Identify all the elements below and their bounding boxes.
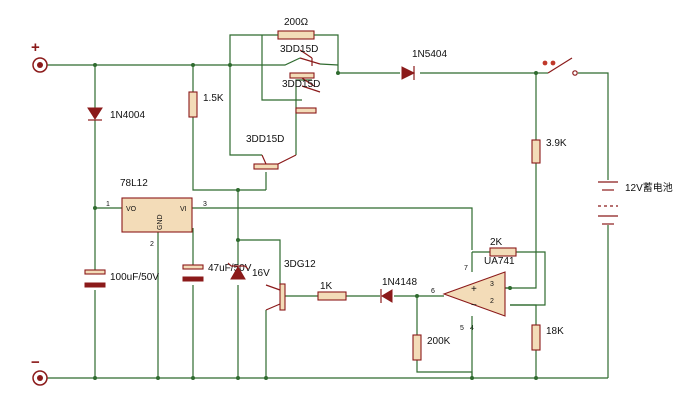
opamp-ua741: UA741 + − 6 7 3 2 5 4 — [431, 252, 515, 335]
r-1k-label: 1K — [320, 281, 333, 292]
positive-terminal: + — [31, 39, 48, 73]
transistor-driver: 3DD15D — [246, 134, 297, 170]
diode-1n4148: 1N4148 — [380, 277, 417, 303]
r-2k-label: 2K — [490, 237, 503, 248]
zener-label: 16V — [252, 268, 270, 279]
zener-16v: 16V — [227, 262, 270, 280]
wires — [47, 34, 609, 379]
q-3dg12-label: 3DG12 — [284, 259, 316, 270]
op-pin3: 3 — [490, 281, 494, 288]
op-pin7: 7 — [464, 265, 468, 272]
opamp-minus: − — [471, 300, 477, 311]
resistor-2k: 2K — [489, 237, 517, 257]
opamp-label: UA741 — [484, 256, 515, 267]
r-39k-label: 3.9K — [546, 138, 567, 149]
diode-1n5404: 1N5404 — [401, 49, 447, 80]
r-top-label: 200Ω — [284, 17, 309, 28]
diode-in-label: 1N4004 — [110, 110, 145, 121]
reg-pin1-label: 1 — [106, 201, 110, 208]
reg-gnd-label: GND — [157, 214, 164, 230]
diode-1n4004: 1N4004 — [87, 107, 145, 121]
r-15k-label: 1.5K — [203, 93, 224, 104]
positive-label: + — [31, 39, 40, 56]
reg-pin3-label: 3 — [203, 201, 207, 208]
resistor-200-ohm: 200Ω — [262, 17, 318, 40]
reg-pin2-label: 2 — [150, 241, 154, 248]
transistor-3dg12: 3DG12 — [265, 259, 316, 311]
regulator-label: 78L12 — [120, 178, 148, 189]
diode-out-label: 1N5404 — [412, 49, 447, 60]
regulator-78l12: 78L12 VO VI GND 1 2 3 — [106, 178, 207, 248]
q-top-2-label: 3DD15D — [282, 79, 320, 90]
opamp-plus: + — [471, 284, 477, 295]
negative-terminal: − — [31, 354, 48, 386]
op-pin5: 5 — [460, 325, 464, 332]
switch — [542, 57, 578, 76]
battery-label: 12V蓄电池 — [625, 181, 673, 194]
q-driver-label: 3DD15D — [246, 134, 284, 145]
diode-sig-label: 1N4148 — [382, 277, 417, 288]
op-pin6: 6 — [431, 288, 435, 295]
resistor-3-9k: 3.9K — [531, 138, 567, 164]
cap-47-label: 47uF/50V — [208, 263, 252, 274]
r-200k-label: 200K — [427, 336, 451, 347]
capacitor-47uf: 47uF/50V — [182, 263, 252, 282]
transistor-q-top-1: 3DD15D — [262, 44, 339, 66]
q-top-1-label: 3DD15D — [280, 44, 318, 55]
battery-12v: 12V蓄电池 — [598, 181, 673, 225]
resistor-1-5k: 1.5K — [188, 91, 224, 118]
cap-100-label: 100uF/50V — [110, 272, 159, 283]
op-pin2: 2 — [490, 298, 494, 305]
resistor-200k: 200K — [412, 334, 451, 361]
capacitor-100uf: 100uF/50V — [84, 269, 159, 288]
reg-vi-label: VI — [180, 206, 187, 213]
r-18k-label: 18K — [546, 326, 564, 337]
resistor-18k: 18K — [531, 324, 564, 351]
transistor-q-top-2: 3DD15D — [282, 72, 320, 114]
resistor-1k: 1K — [317, 281, 347, 301]
junctions — [93, 63, 538, 380]
reg-vo-label: VO — [126, 206, 137, 213]
negative-label: − — [31, 354, 40, 371]
